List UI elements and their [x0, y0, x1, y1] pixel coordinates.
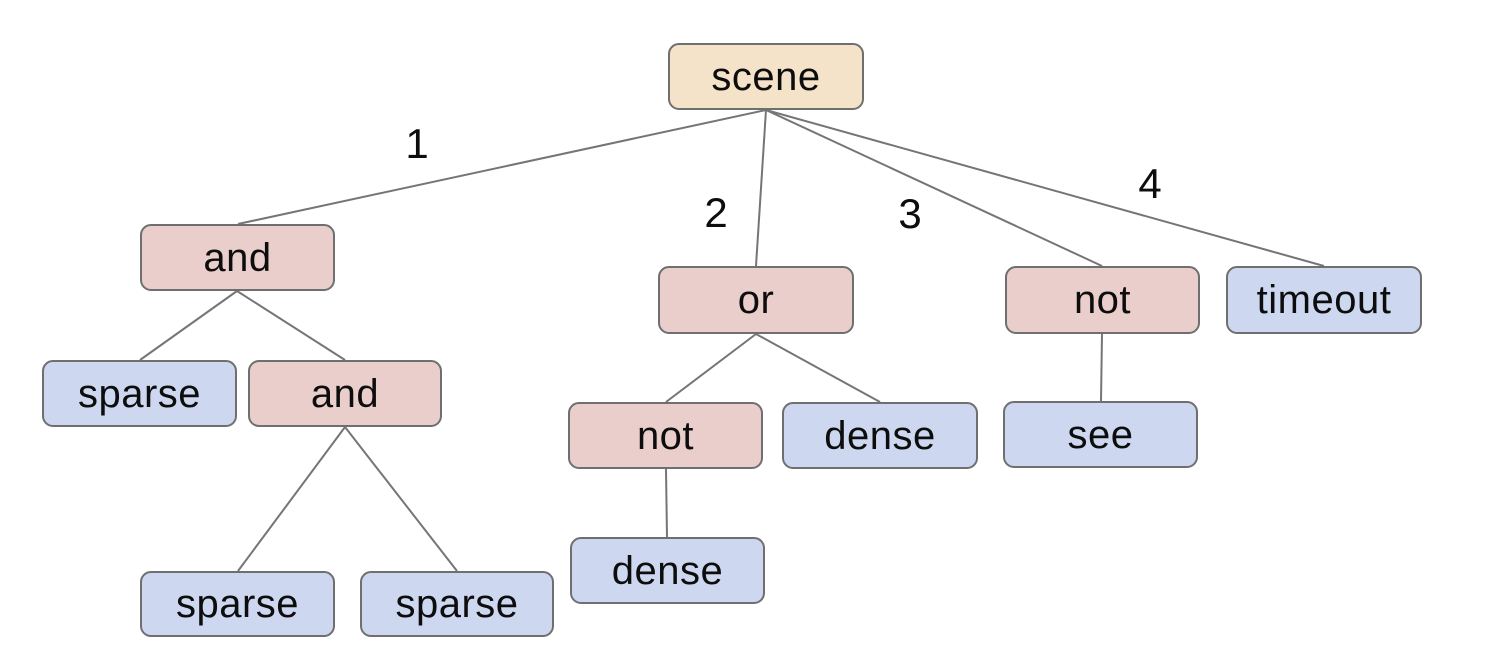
node-and-1: and: [140, 224, 335, 291]
edge-and-sparse: [139, 290, 238, 361]
node-or-1: or: [658, 266, 854, 334]
node-label: dense: [824, 413, 936, 458]
edge-label-2: 2: [704, 189, 728, 236]
node-label: dense: [611, 548, 724, 593]
edge-scene-or: [755, 109, 767, 267]
node-and-2: and: [248, 360, 442, 427]
edge-not-see: [1100, 333, 1103, 402]
node-dense-1: dense: [782, 402, 978, 469]
node-scene: scene: [668, 43, 864, 110]
node-not-1: not: [1005, 266, 1200, 334]
node-see-1: see: [1003, 401, 1198, 468]
node-dense-2: dense: [570, 537, 765, 604]
node-label: see: [1067, 412, 1134, 457]
node-sparse-1: sparse: [42, 360, 237, 427]
node-label: and: [203, 235, 272, 280]
node-label: or: [737, 278, 775, 322]
node-not-2: not: [568, 402, 763, 469]
node-label: sparse: [395, 582, 519, 626]
node-timeout-1: timeout: [1226, 266, 1422, 334]
node-label: not: [1073, 278, 1132, 322]
edge-scene-and: [237, 109, 767, 225]
node-label: timeout: [1256, 278, 1392, 322]
node-label: scene: [711, 54, 821, 99]
edge-and-and: [236, 290, 346, 361]
edge-or-dense: [755, 333, 881, 403]
edge-label-4: 4: [1138, 160, 1162, 207]
edge-label-1: 1: [405, 120, 429, 167]
node-label: and: [310, 371, 380, 416]
node-label: sparse: [77, 371, 202, 416]
edge-label-3: 3: [898, 190, 922, 237]
node-label: sparse: [175, 582, 300, 626]
edge-scene-timeout: [765, 109, 1325, 267]
node-sparse-2: sparse: [140, 571, 335, 637]
edge-not2-dense: [665, 468, 668, 538]
edge-scene-not: [765, 109, 1103, 267]
edge-or-not: [665, 333, 757, 403]
edge-and2-sparse: [237, 426, 346, 572]
edge-and2-sparse2: [344, 426, 458, 572]
node-sparse-3: sparse: [360, 571, 554, 637]
node-label: not: [636, 413, 695, 458]
